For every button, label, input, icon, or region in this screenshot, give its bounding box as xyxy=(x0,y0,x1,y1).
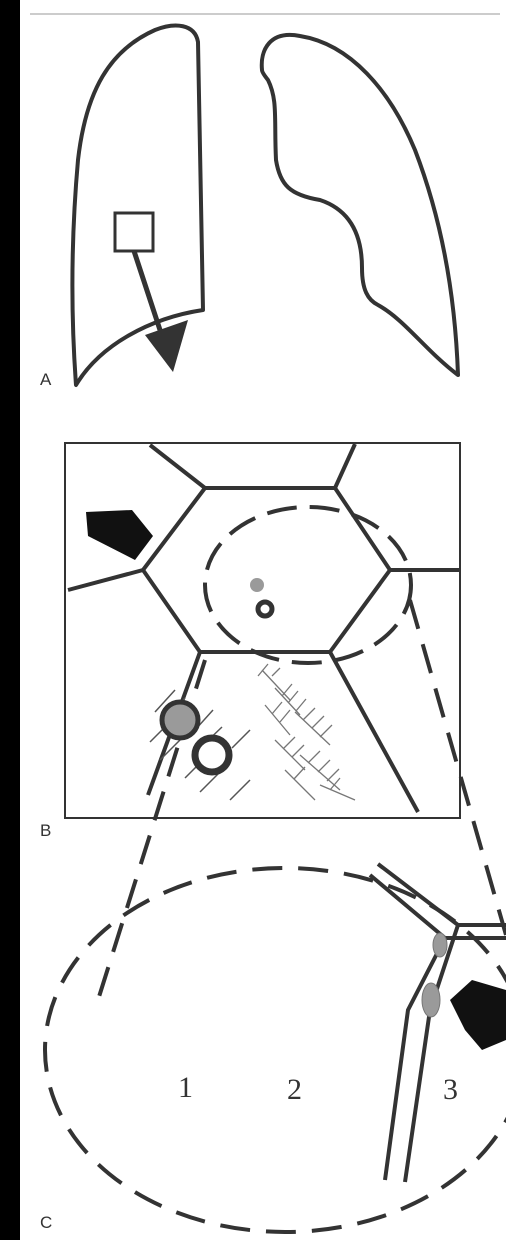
alveolar-wall xyxy=(150,445,205,488)
grey-particle-large xyxy=(162,702,198,738)
panel-a: A xyxy=(40,26,458,389)
ring-particle-large xyxy=(195,738,229,772)
magnified-ellipse xyxy=(45,868,506,1232)
zoom-arrow-head xyxy=(145,320,188,372)
panel-b-frame xyxy=(65,443,460,818)
zoom-arrow-shaft xyxy=(134,251,160,330)
alveolar-wall xyxy=(330,652,418,812)
projection-line-right xyxy=(410,600,506,935)
zoom-label-1: 1 xyxy=(178,1071,193,1104)
panel-a-label: A xyxy=(40,370,52,389)
alveolar-wall xyxy=(68,570,143,590)
pointer-arrow xyxy=(86,510,153,560)
zoom-label-3: 3 xyxy=(443,1073,458,1106)
panel-b-label: B xyxy=(40,821,51,840)
lung-region-box xyxy=(115,213,153,251)
pointer-arrow-c xyxy=(450,980,506,1050)
zoom-label-2: 2 xyxy=(287,1073,302,1106)
grey-particle-on-wall xyxy=(433,933,447,957)
panel-c: 1 2 3 C xyxy=(40,664,506,1232)
grey-particle-on-wall xyxy=(422,983,440,1017)
left-lung-outline xyxy=(262,35,458,375)
fibrous-deposit xyxy=(258,664,355,800)
grey-particle xyxy=(250,578,264,592)
central-alveolus xyxy=(143,488,390,652)
panel-c-label: C xyxy=(40,1213,52,1232)
ring-particle xyxy=(258,602,272,616)
alveolar-wall xyxy=(335,444,355,488)
